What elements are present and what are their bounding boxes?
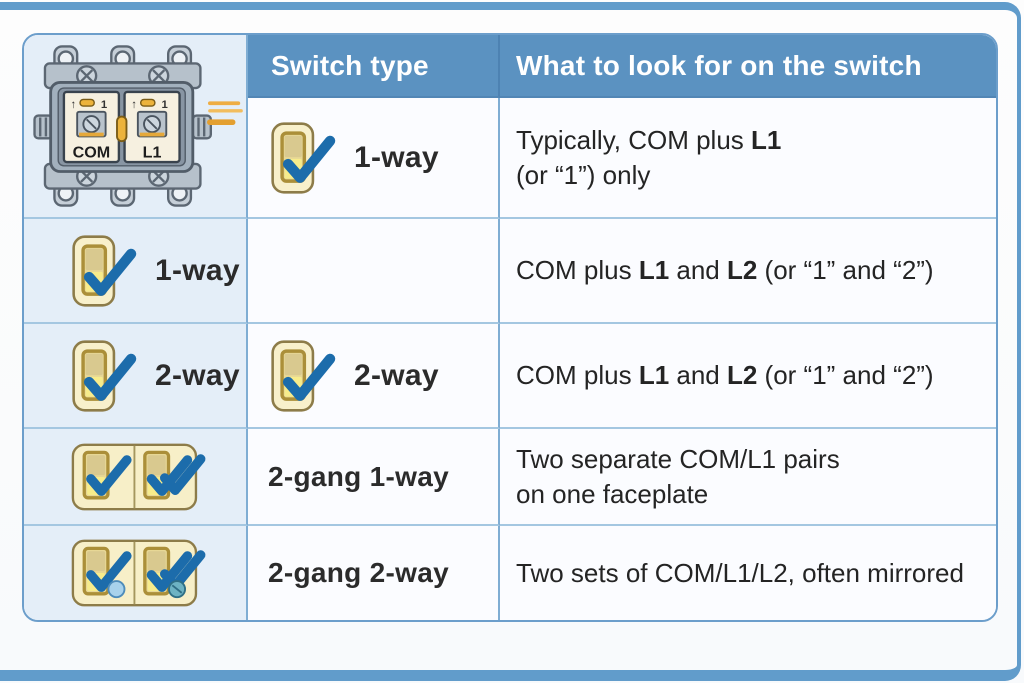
header-look-for-label: What to look for on the switch (516, 49, 922, 81)
terminal-module-com: ↑ 1 COM (62, 90, 121, 164)
two-gang-plate-check-doublecheck-icon (71, 442, 213, 511)
row5-type-label: 2-gang 2-way (268, 557, 449, 588)
rocker-switch-check-icon (270, 122, 337, 194)
row5-description-cell: Two sets of COM/L1/L2, often mirrored (500, 526, 996, 620)
row4-type-label: 2-gang 1-way (268, 460, 449, 492)
row4-description-cell: Two separate COM/L1 pairs on one facepla… (500, 429, 996, 526)
rocker-switch-check-icon (270, 340, 337, 412)
row1-description-line2: (or “1”) only (516, 159, 651, 190)
row1-description-cell: Typically, COM plus L1 (or “1”) only (500, 98, 996, 219)
backbox-illustration-cell: ↑ 1 COM ↑ 1 L1 (24, 35, 248, 219)
rocker-switch-check-icon (71, 340, 138, 412)
wire-icon (207, 101, 243, 126)
rocker-switch-check-icon (71, 235, 138, 307)
row1-type-label: 1-way (354, 140, 439, 174)
terminal-module-l1: ↑ 1 L1 (123, 90, 181, 164)
l1-label: L1 (143, 143, 162, 161)
header-switch-type: Switch type (248, 35, 500, 98)
row3-type-label: 2-way (354, 358, 439, 392)
svg-text:↑: ↑ (131, 99, 137, 111)
row3-switch-type-cell: 2-way (248, 324, 500, 429)
switch-backbox-illustration: ↑ 1 COM ↑ 1 L1 (33, 45, 243, 207)
row3-description: COM plus L1 and L2 (or “1” and “2”) (516, 360, 934, 391)
row1-description-line1: Typically, COM plus L1 (516, 125, 782, 156)
row3-example-label: 2-way (155, 358, 240, 392)
svg-text:1: 1 (162, 99, 168, 111)
svg-text:↑: ↑ (71, 99, 77, 111)
header-look-for: What to look for on the switch (500, 35, 996, 98)
row2-example-cell: 1-way (24, 219, 248, 324)
row1-switch-type-cell: 1-way (248, 98, 500, 219)
row5-example-cell (24, 526, 248, 620)
row3-description-cell: COM plus L1 and L2 (or “1” and “2”) (500, 324, 996, 429)
svg-text:1: 1 (101, 99, 107, 111)
row3-example-cell: 2-way (24, 324, 248, 429)
row4-description-line1: Two separate COM/L1 pairs (516, 444, 840, 475)
two-gang-plate-checks-with-dots-icon (71, 539, 213, 607)
row4-description-line2: on one faceplate (516, 478, 709, 509)
row5-switch-type-cell: 2-gang 2-way (248, 526, 500, 620)
row4-example-cell (24, 429, 248, 526)
row2-switch-type-cell-empty (248, 219, 500, 324)
com-label: COM (73, 143, 111, 161)
row5-description: Two sets of COM/L1/L2, often mirrored (516, 557, 964, 588)
header-switch-type-label: Switch type (271, 49, 429, 81)
row4-switch-type-cell: 2-gang 1-way (248, 429, 500, 526)
switch-type-table: ↑ 1 COM ↑ 1 L1 (22, 33, 998, 622)
row2-description-cell: COM plus L1 and L2 (or “1” and “2”) (500, 219, 996, 324)
row2-description: COM plus L1 and L2 (or “1” and “2”) (516, 255, 934, 286)
indicator-dot-icon (107, 580, 126, 599)
row2-example-label: 1-way (155, 253, 240, 287)
